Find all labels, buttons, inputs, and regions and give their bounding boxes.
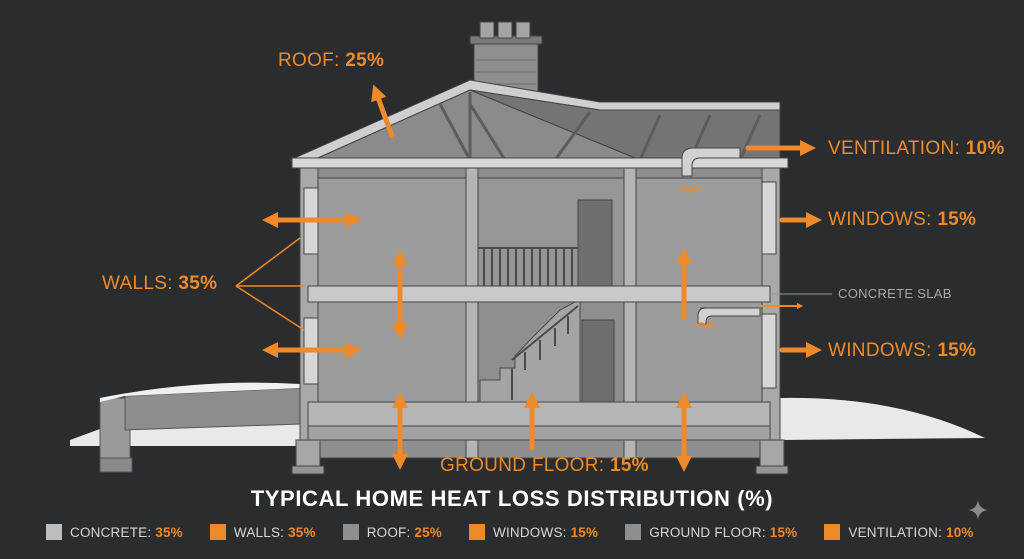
windows-lower-callout: WINDOWS: 15% [828, 340, 976, 362]
windows-lower-value: 15% [937, 340, 977, 361]
legend-swatch [209, 524, 226, 540]
legend-item-ground-floor: GROUND FLOOR: 15% [625, 524, 797, 540]
walls-value: 35% [178, 273, 218, 294]
legend-label: GROUND FLOOR: [649, 524, 766, 540]
heat-loss-arrows [261, 84, 823, 473]
ground-floor-callout: GROUND FLOOR: 15% [440, 455, 649, 477]
ground-floor-value: 15% [609, 455, 649, 476]
legend-label: VENTILATION: [848, 524, 943, 540]
legend-item-walls: WALLS: 35% [209, 524, 316, 540]
sparkle-icon [968, 500, 988, 520]
ventilation-value: 10% [965, 138, 1005, 159]
legend-value: 15% [570, 524, 599, 540]
walls-label: WALLS: [102, 273, 173, 294]
roof-callout: ROOF: 25% [278, 50, 384, 72]
legend-swatch [342, 524, 359, 540]
legend-label: CONCRETE: [70, 524, 152, 540]
legend-swatch [824, 524, 841, 540]
legend-value: 25% [414, 524, 443, 540]
legend-item-concrete: CONCRETE: 35% [46, 524, 183, 540]
legend-swatch [625, 524, 642, 540]
legend-label: ROOF: [366, 524, 411, 540]
ventilation-callout: VENTILATION: 10% [828, 138, 1005, 160]
legend-value: 10% [946, 524, 974, 540]
legend-item-windows: WINDOWS: 15% [469, 524, 598, 540]
legend-value: 35% [288, 524, 316, 540]
legend: CONCRETE: 35% WALLS: 35% ROOF: 25% WINDO… [46, 524, 1001, 540]
legend-value: 35% [155, 524, 183, 540]
concrete-slab-label: CONCRETE SLAB [838, 286, 952, 301]
windows-upper-label: WINDOWS: [828, 209, 932, 230]
diagram-title: TYPICAL HOME HEAT LOSS DISTRIBUTION (%) [250, 486, 774, 511]
walls-leader-lines [235, 237, 305, 331]
house-body [291, 147, 789, 475]
legend-item-ventilation: VENTILATION: 10% [824, 524, 973, 540]
legend-swatch [469, 524, 486, 540]
windows-lower-label: WINDOWS: [828, 340, 932, 361]
ground-floor-label: GROUND FLOOR: [440, 455, 605, 476]
ventilation-label: VENTILATION: [828, 138, 961, 159]
legend-swatch [46, 524, 62, 540]
snow-ground-right [780, 397, 985, 440]
legend-label: WINDOWS: [493, 524, 567, 540]
windows-upper-callout: WINDOWS: 15% [828, 209, 976, 231]
roof-label: ROOF: [278, 50, 340, 71]
roof-value: 25% [345, 50, 385, 71]
walls-callout: WALLS: 35% [102, 273, 217, 295]
legend-label: WALLS: [233, 524, 285, 540]
legend-item-roof: ROOF: 25% [342, 524, 443, 540]
windows-upper-value: 15% [937, 209, 977, 230]
legend-value: 15% [769, 524, 798, 540]
